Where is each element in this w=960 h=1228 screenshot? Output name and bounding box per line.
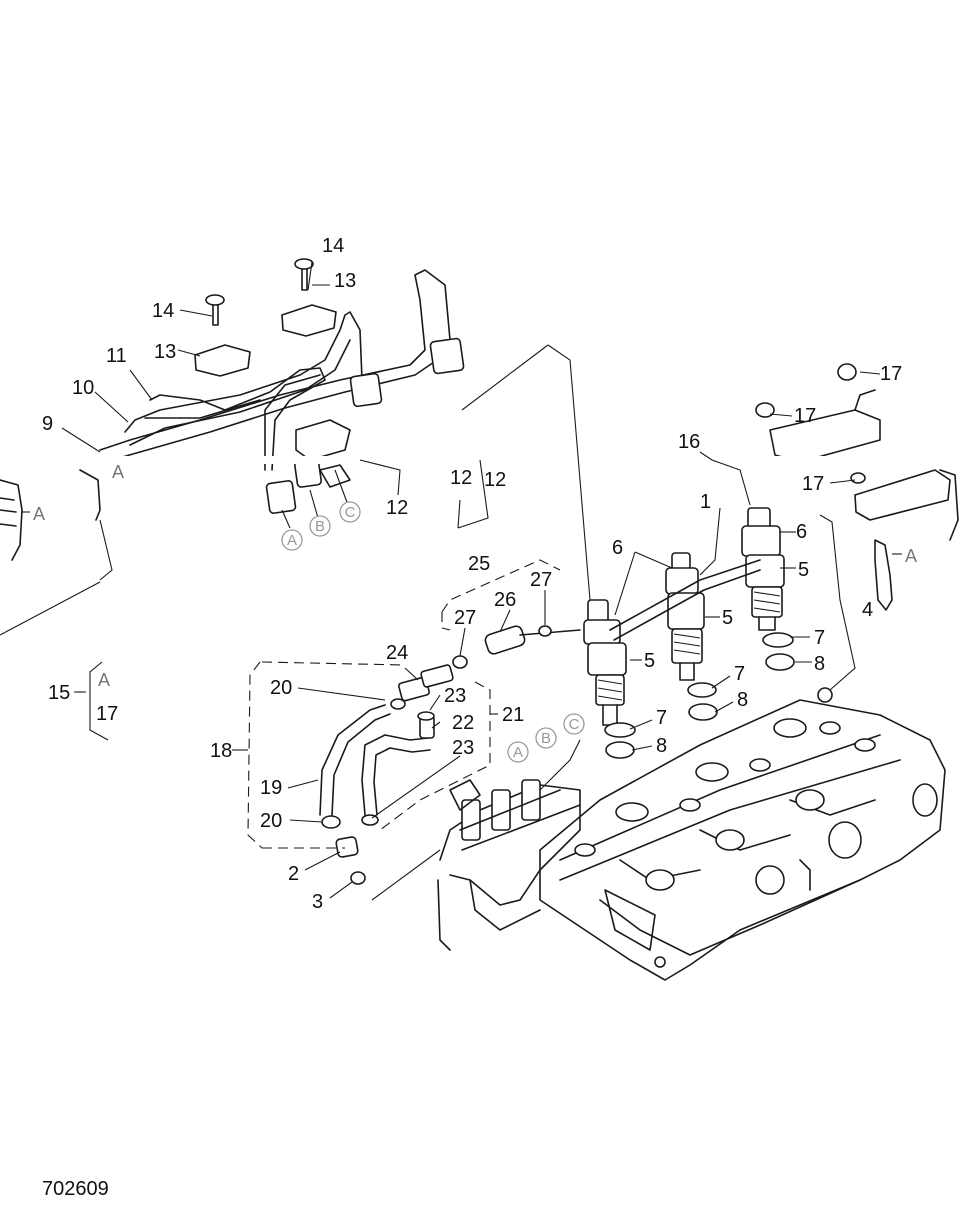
callout-13a: 13	[154, 341, 176, 363]
right-bracket	[755, 363, 959, 611]
callout-6b: 6	[796, 521, 807, 543]
callout-14b: 14	[322, 235, 344, 257]
callout-11: 11	[106, 345, 127, 367]
group-brackets	[247, 559, 561, 849]
left-edge-nozzle	[0, 469, 101, 561]
leader-lines	[0, 261, 881, 901]
callout-14a: 14	[152, 300, 174, 322]
nozzle-washers	[604, 632, 795, 759]
callout-24: 24	[386, 642, 408, 664]
callout-2: 2	[288, 863, 299, 885]
connector-left: A	[33, 504, 45, 524]
callout-5b: 5	[722, 607, 733, 629]
callout-13b: 13	[334, 270, 356, 292]
callout-12a: 12	[386, 497, 408, 519]
callout-8b: 8	[737, 689, 748, 711]
callout-23a: 23	[444, 685, 466, 707]
cylinder-head	[539, 687, 946, 981]
callout-3: 3	[312, 891, 323, 913]
callout-27a: 27	[530, 569, 552, 591]
callout-18: 18	[210, 740, 232, 762]
injection-nozzle-2	[665, 552, 705, 681]
callout-4: 4	[862, 599, 873, 621]
callout-17a: 17	[880, 363, 902, 385]
svg-text:A: A	[287, 532, 297, 549]
marker-c2: C	[563, 713, 585, 735]
callout-17c: 17	[802, 473, 824, 495]
svg-text:C: C	[569, 716, 580, 733]
connector-right: A	[905, 546, 917, 566]
callout-12c: 12	[450, 467, 472, 489]
svg-text:C: C	[345, 504, 356, 521]
svg-text:B: B	[315, 518, 325, 535]
leak-off-line	[319, 625, 581, 885]
svg-text:B: B	[541, 730, 551, 747]
callout-17d: 17	[96, 703, 118, 725]
injection-nozzle-1	[583, 599, 627, 726]
callout-25: 25	[468, 553, 490, 575]
callout-6a: 6	[612, 537, 623, 559]
callout-23b: 23	[452, 737, 474, 759]
callout-20a: 20	[270, 677, 292, 699]
callout-5a: 5	[798, 559, 809, 581]
callout-12b: 12	[484, 469, 506, 491]
callout-7c: 7	[656, 707, 667, 729]
svg-text:A: A	[513, 744, 523, 761]
callout-17b: 17	[794, 405, 816, 427]
callout-27b: 27	[454, 607, 476, 629]
callout-8c: 8	[656, 735, 667, 757]
connector-mid: A	[112, 462, 124, 482]
connector-markers: A A A A	[22, 462, 917, 690]
marker-b2: B	[535, 727, 557, 749]
callout-15: 15	[48, 682, 70, 704]
callout-16: 16	[678, 431, 700, 453]
callout-7a: 7	[814, 627, 825, 649]
callout-8a: 8	[814, 653, 825, 675]
callout-numbers: 1 2 3 4 5 5 5 6 6 7 7 7 8 8 8 9 10 11 12…	[42, 235, 902, 913]
marker-b1: B	[309, 515, 331, 537]
callout-5c: 5	[644, 650, 655, 672]
callout-21: 21	[502, 704, 524, 726]
injection-nozzle-3	[741, 507, 785, 631]
callout-22: 22	[452, 712, 474, 734]
callout-7b: 7	[734, 663, 745, 685]
callout-1: 1	[700, 491, 711, 513]
figure-id: 702609	[42, 1178, 109, 1200]
callout-19: 19	[260, 777, 282, 799]
clamp-screws	[205, 258, 314, 326]
marker-a2: A	[507, 741, 529, 763]
injection-pipes	[99, 269, 761, 641]
callout-9: 9	[42, 413, 53, 435]
circled-markers: A B C A B C	[281, 501, 585, 763]
legend-letter: A	[98, 670, 110, 690]
callout-10: 10	[72, 377, 94, 399]
callout-26: 26	[494, 589, 516, 611]
marker-c1: C	[339, 501, 361, 523]
callout-20b: 20	[260, 810, 282, 832]
injection-pump-body	[437, 779, 581, 951]
marker-a1: A	[281, 529, 303, 551]
pipe-clamps	[194, 304, 351, 461]
